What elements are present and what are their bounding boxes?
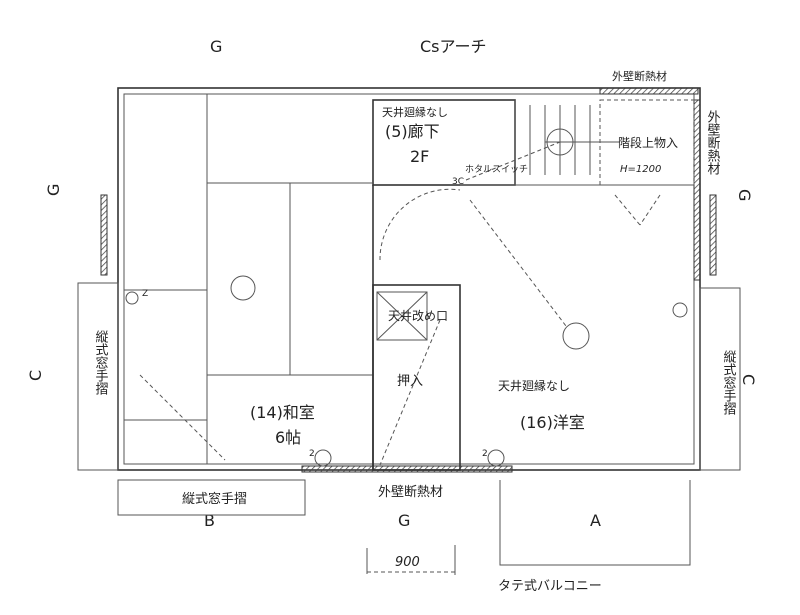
western-room-name: (16)洋室 <box>520 413 585 432</box>
insulation-top: 外壁断熱材 <box>612 69 667 83</box>
japanese-room-size: 6帖 <box>275 428 301 447</box>
scale-label: 900 <box>395 555 420 570</box>
closet-access: 天井改め口 <box>388 309 448 323</box>
western-room-ceiling-note: 天井廻縁なし <box>498 378 570 393</box>
hall-ceiling-note: 天井廻縁なし <box>382 105 448 119</box>
outlet-label: 2 <box>309 449 315 459</box>
stair-storage-name: 階段上物入 <box>618 135 678 150</box>
grid-label-left: G <box>44 184 63 196</box>
window-bays <box>77 282 741 516</box>
insulation-right: 外壁断熱材 <box>705 110 721 175</box>
grid-label-bottom-center: G <box>398 511 410 530</box>
grid-label-right: G <box>735 189 754 201</box>
scale-bar <box>366 545 456 575</box>
handrail-right: 縦式窓手摺 <box>721 350 737 415</box>
hall-floor: 2F <box>410 147 429 166</box>
western-room <box>379 184 694 350</box>
switch-label: ホタルスイッチ <box>465 164 528 175</box>
insulation-bottom: 外壁断熱材 <box>378 485 443 500</box>
grid-label-right-lower: C <box>739 374 758 385</box>
handrail-left: 縦式窓手摺 <box>93 330 109 395</box>
grid-label-top-center: Csアーチ <box>420 37 487 56</box>
outlets <box>125 291 688 467</box>
closet <box>372 284 461 471</box>
grid-label-bottom-left: B <box>204 511 215 530</box>
hall-area <box>372 99 695 186</box>
balcony-label: タテ式バルコニー <box>498 579 602 594</box>
hall-name: (5)廊下 <box>385 122 440 141</box>
grid-label-top-left: G <box>210 37 222 56</box>
outlet-left-label: Z <box>142 289 148 299</box>
japanese-room-name: (14)和室 <box>250 403 315 422</box>
outlet-label: 2 <box>482 449 488 459</box>
balcony <box>499 480 691 566</box>
grid-label-bottom-right: A <box>590 511 601 530</box>
switch-code: 3C <box>452 177 464 187</box>
stair-storage-height: H=1200 <box>620 164 661 175</box>
closet-name: 押入 <box>397 374 423 389</box>
japanese-room <box>124 94 374 470</box>
handrail-bottom: 縦式窓手摺 <box>182 491 247 507</box>
grid-label-left-lower: C <box>26 370 45 381</box>
